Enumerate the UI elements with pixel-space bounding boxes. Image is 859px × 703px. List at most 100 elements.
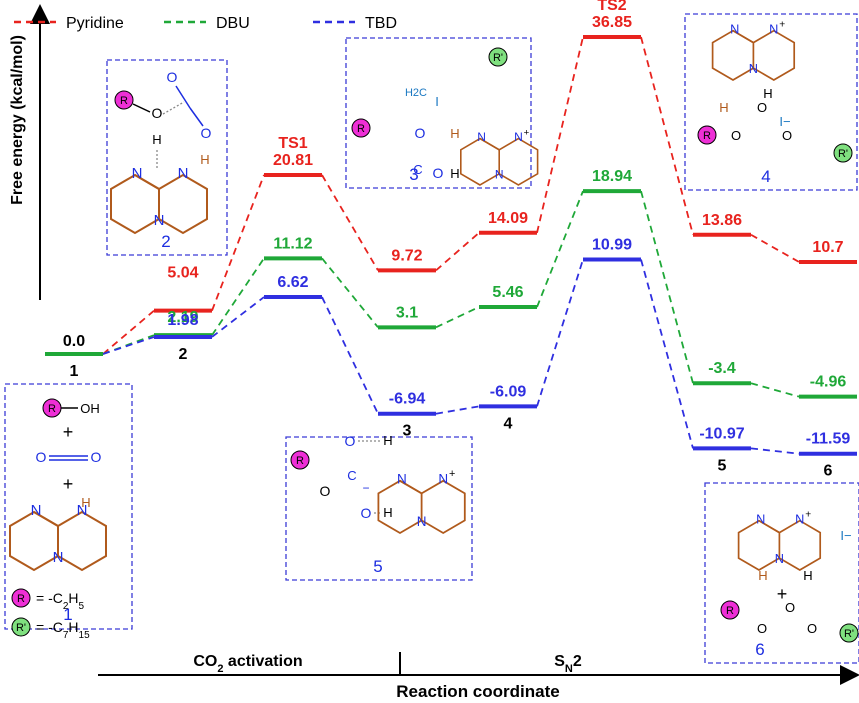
structure-box-1 — [4, 383, 133, 630]
structure-number-1: 1 — [63, 605, 72, 624]
plus-1: + — [63, 422, 74, 442]
connector-pyridine-2-TS1 — [211, 174, 265, 311]
r-ball-box6 — [720, 600, 740, 620]
co2-box2-o2: O — [201, 125, 212, 141]
value-label-tbd-2: 1.98 — [167, 312, 198, 329]
connector-tbd-3-4 — [435, 405, 480, 415]
structure-number-2: 2 — [161, 232, 170, 251]
r-definition: = -C2H5 — [36, 590, 85, 612]
data-labels: 5.0420.819.7214.0936.8513.8610.72.1911.1… — [63, 0, 850, 480]
x-axis-label: Reaction coordinate — [396, 682, 559, 701]
connector-tbd-TS1-3 — [321, 296, 379, 415]
iodide-box5: I− — [779, 114, 790, 129]
tbd-box1-n3: N — [53, 549, 64, 566]
r-ball-box6-label: R — [726, 605, 734, 617]
h-box5a: H — [719, 100, 728, 115]
o-box3-2: O — [345, 433, 356, 449]
tbd-box3-n3: N — [417, 514, 427, 529]
co2-box2-b1 — [175, 85, 191, 109]
series-connectors — [102, 36, 800, 455]
value-label-tbd-5: -10.97 — [699, 425, 744, 442]
o-box4-1: O — [415, 125, 426, 141]
o-box5-3: O — [782, 128, 792, 143]
value-label-tbd-TS1: 6.62 — [277, 274, 308, 291]
tbd-box2-n2: N — [178, 165, 189, 182]
tbd-box2-n3: N — [154, 212, 165, 229]
h-box4b: H — [450, 166, 459, 181]
point-label-TS1: TS1 — [278, 135, 307, 152]
ch2-box4: H2C — [405, 87, 427, 99]
tbd-box3-n2: N — [438, 472, 448, 487]
plus-2: + — [63, 474, 74, 494]
structure-number-5: 5 — [373, 557, 382, 576]
r-ball-box1-label: R — [48, 403, 56, 415]
tbd-box4-n3: N — [495, 168, 504, 182]
structure-number-4: 4 — [761, 167, 770, 186]
h-box6a: H — [758, 568, 767, 583]
structure-box-2 — [106, 59, 228, 256]
connector-tbd-5-6 — [750, 447, 800, 455]
connector-tbd-1-2 — [102, 336, 155, 355]
tbd-box3-n1: N — [397, 472, 407, 487]
o-box3-3: O — [361, 505, 372, 521]
co2-o2: O — [91, 449, 102, 465]
h-box4a: H — [450, 126, 459, 141]
value-label-tbd-3: -6.94 — [389, 391, 426, 408]
tbd-box1-double-bond — [33, 511, 59, 527]
axes: Free energy (kcal/mol) Reaction coordinat… — [9, 4, 859, 701]
connector-pyridine-1-2 — [102, 309, 155, 355]
tbd-box6-n1: N — [756, 511, 765, 526]
o-box6-3: O — [807, 621, 817, 636]
r-ball-box4-label: R — [357, 123, 365, 135]
value-label-tbd-4: -6.09 — [490, 383, 527, 400]
value-label-pyridine-6: 10.7 — [812, 239, 843, 256]
r-ball-box3 — [290, 450, 310, 470]
structure-number-6: 6 — [755, 640, 764, 659]
point-label-1: 1 — [70, 363, 79, 380]
structure-number-3: 3 — [409, 165, 418, 184]
rp-definition-ball — [11, 617, 31, 637]
minus-box3: − — [362, 481, 369, 495]
connector-dbu-TS2-5 — [640, 190, 694, 384]
tbd-box4-n2: N — [514, 130, 523, 144]
tbd-box3-plus: + — [449, 468, 455, 480]
y-axis-label: Free energy (kcal/mol) — [9, 35, 26, 205]
connector-dbu-4-TS2 — [536, 190, 584, 308]
h-box3a: H — [383, 433, 392, 448]
tbd-box1-n2: N — [77, 502, 88, 519]
tbd-box5-n3: N — [749, 61, 758, 76]
tbd-box6-plus: + — [805, 509, 811, 520]
r-ball-box5 — [697, 125, 717, 145]
rp-ball-box6 — [839, 623, 859, 643]
tbd-box5-double-bond — [732, 29, 754, 44]
connector-tbd-4-TS2 — [536, 259, 584, 407]
o-box4-2: O — [433, 165, 444, 181]
tbd-box3-rings — [377, 479, 466, 535]
co2-box2-o1: O — [167, 69, 178, 85]
oh-group: OH — [80, 401, 100, 416]
h-box6b: H — [803, 568, 812, 583]
connector-pyridine-3-4 — [435, 232, 480, 272]
rp-ball-box4 — [488, 47, 508, 67]
value-label-dbu-2: 2.19 — [167, 309, 198, 326]
value-label-dbu-3: 3.1 — [396, 304, 418, 321]
tbd-box3-double-bond — [399, 480, 423, 495]
connector-dbu-5-6 — [750, 382, 800, 398]
point-label-6: 6 — [824, 463, 833, 480]
r-definition-ball — [11, 588, 31, 608]
value-label-tbd-6: -11.59 — [806, 431, 851, 448]
value-label-tbd-TS2: 10.99 — [592, 236, 632, 253]
connector-tbd-2-TS1 — [211, 296, 265, 338]
value-label-dbu-TS2: 18.94 — [592, 168, 632, 185]
r-ball-box2-label: R — [120, 95, 128, 107]
hbond-box2b — [162, 101, 185, 115]
h-box2a: H — [152, 132, 161, 147]
structure-box-4 — [684, 13, 858, 191]
connector-pyridine-TS2-5 — [640, 36, 694, 235]
tbd-box4-plus: + — [524, 127, 530, 138]
